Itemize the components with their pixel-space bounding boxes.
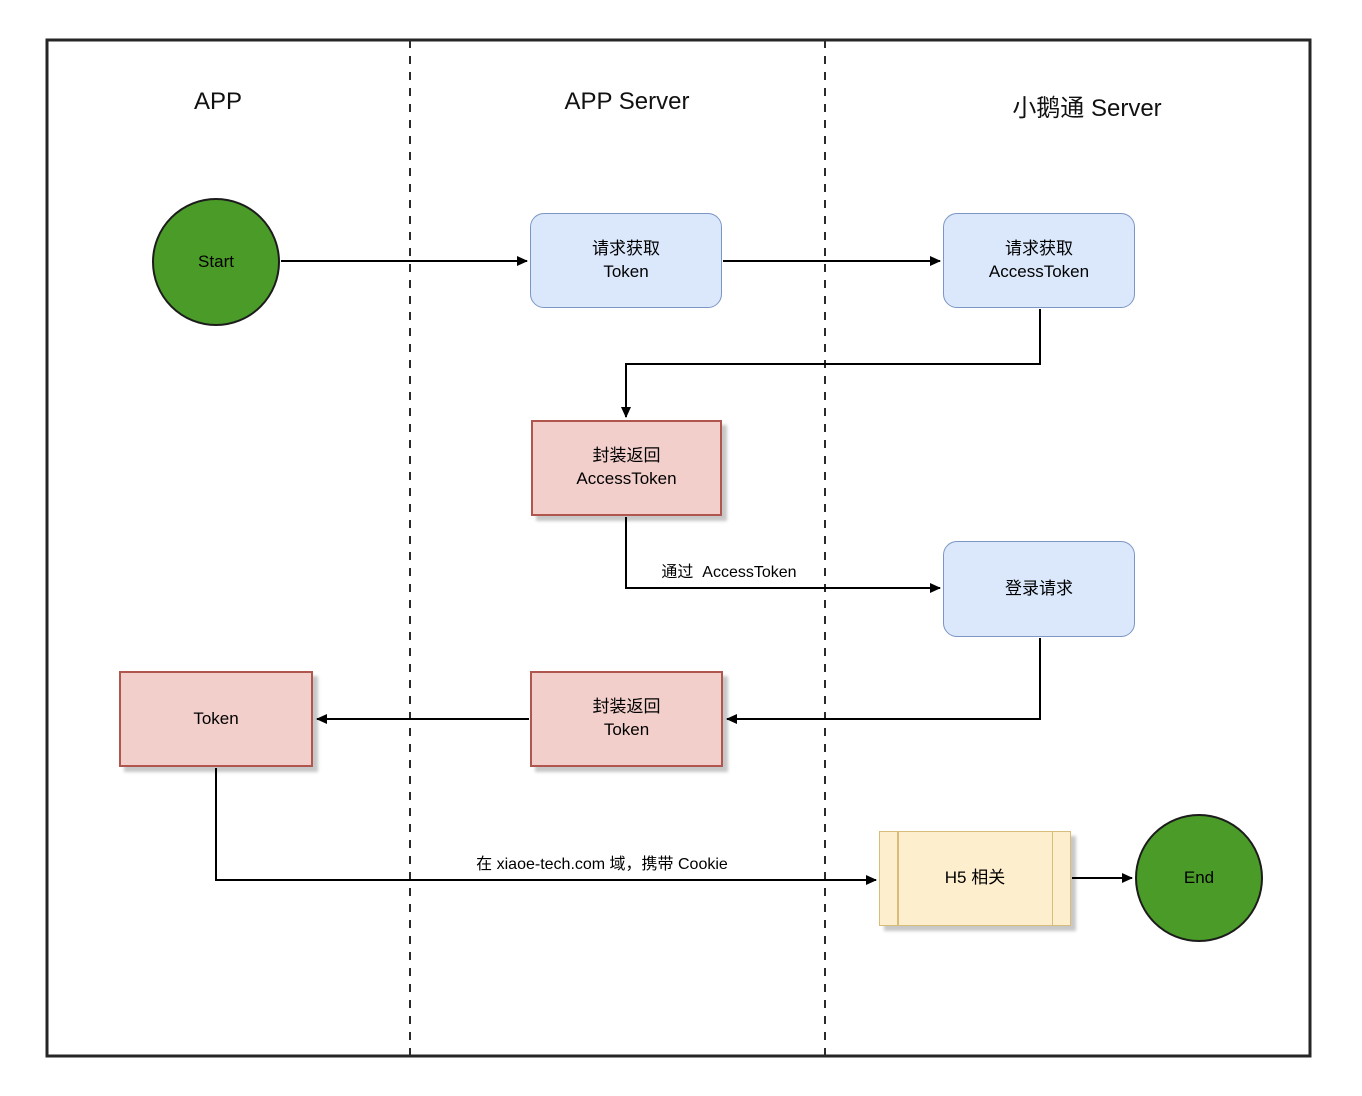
node-start-label: Start <box>198 251 234 271</box>
node-token-label: Token <box>193 708 239 728</box>
edge-token-to-h5 <box>215 768 877 885</box>
node-token[interactable]: Token <box>119 671 313 767</box>
edge-login-request-to-wrap-token <box>726 638 1041 724</box>
node-h5[interactable]: H5 相关 <box>879 831 1071 926</box>
edge-request-accesstoken-to-wrap-accesstoken <box>621 309 1041 418</box>
node-request-accesstoken[interactable]: 请求获取 AccessToken <box>943 213 1135 308</box>
lane-header-app: APP <box>193 88 243 115</box>
node-wrap-token-label: 封装返回 Token <box>592 697 661 739</box>
edge-wrap-accesstoken-to-login-request <box>625 517 941 593</box>
lane-header-xiaoe-server: 小鹅通 Server <box>1012 95 1162 122</box>
node-request-token[interactable]: 请求获取 Token <box>530 213 722 308</box>
node-start[interactable]: Start <box>152 198 280 326</box>
edge-label-via-accesstoken: 通过 AccessToken <box>661 564 797 581</box>
node-wrap-accesstoken-label: 封装返回 AccessToken <box>576 446 677 488</box>
node-end[interactable]: End <box>1135 814 1263 942</box>
node-end-label: End <box>1183 867 1215 887</box>
lane-header-app-server: APP Server <box>564 88 690 115</box>
node-request-accesstoken-label: 请求获取 AccessToken <box>988 238 1090 281</box>
node-login-request-label: 登录请求 <box>1005 578 1073 598</box>
diagram-border <box>45 38 1312 1058</box>
node-wrap-token[interactable]: 封装返回 Token <box>530 671 723 767</box>
node-h5-label: H5 相关 <box>944 868 1006 888</box>
edge-label-cookie: 在 xiaoe-tech.com 域，携带 Cookie <box>476 856 728 873</box>
node-request-token-label: 请求获取 Token <box>592 238 660 281</box>
node-login-request[interactable]: 登录请求 <box>943 541 1135 637</box>
node-wrap-accesstoken[interactable]: 封装返回 AccessToken <box>531 420 722 516</box>
